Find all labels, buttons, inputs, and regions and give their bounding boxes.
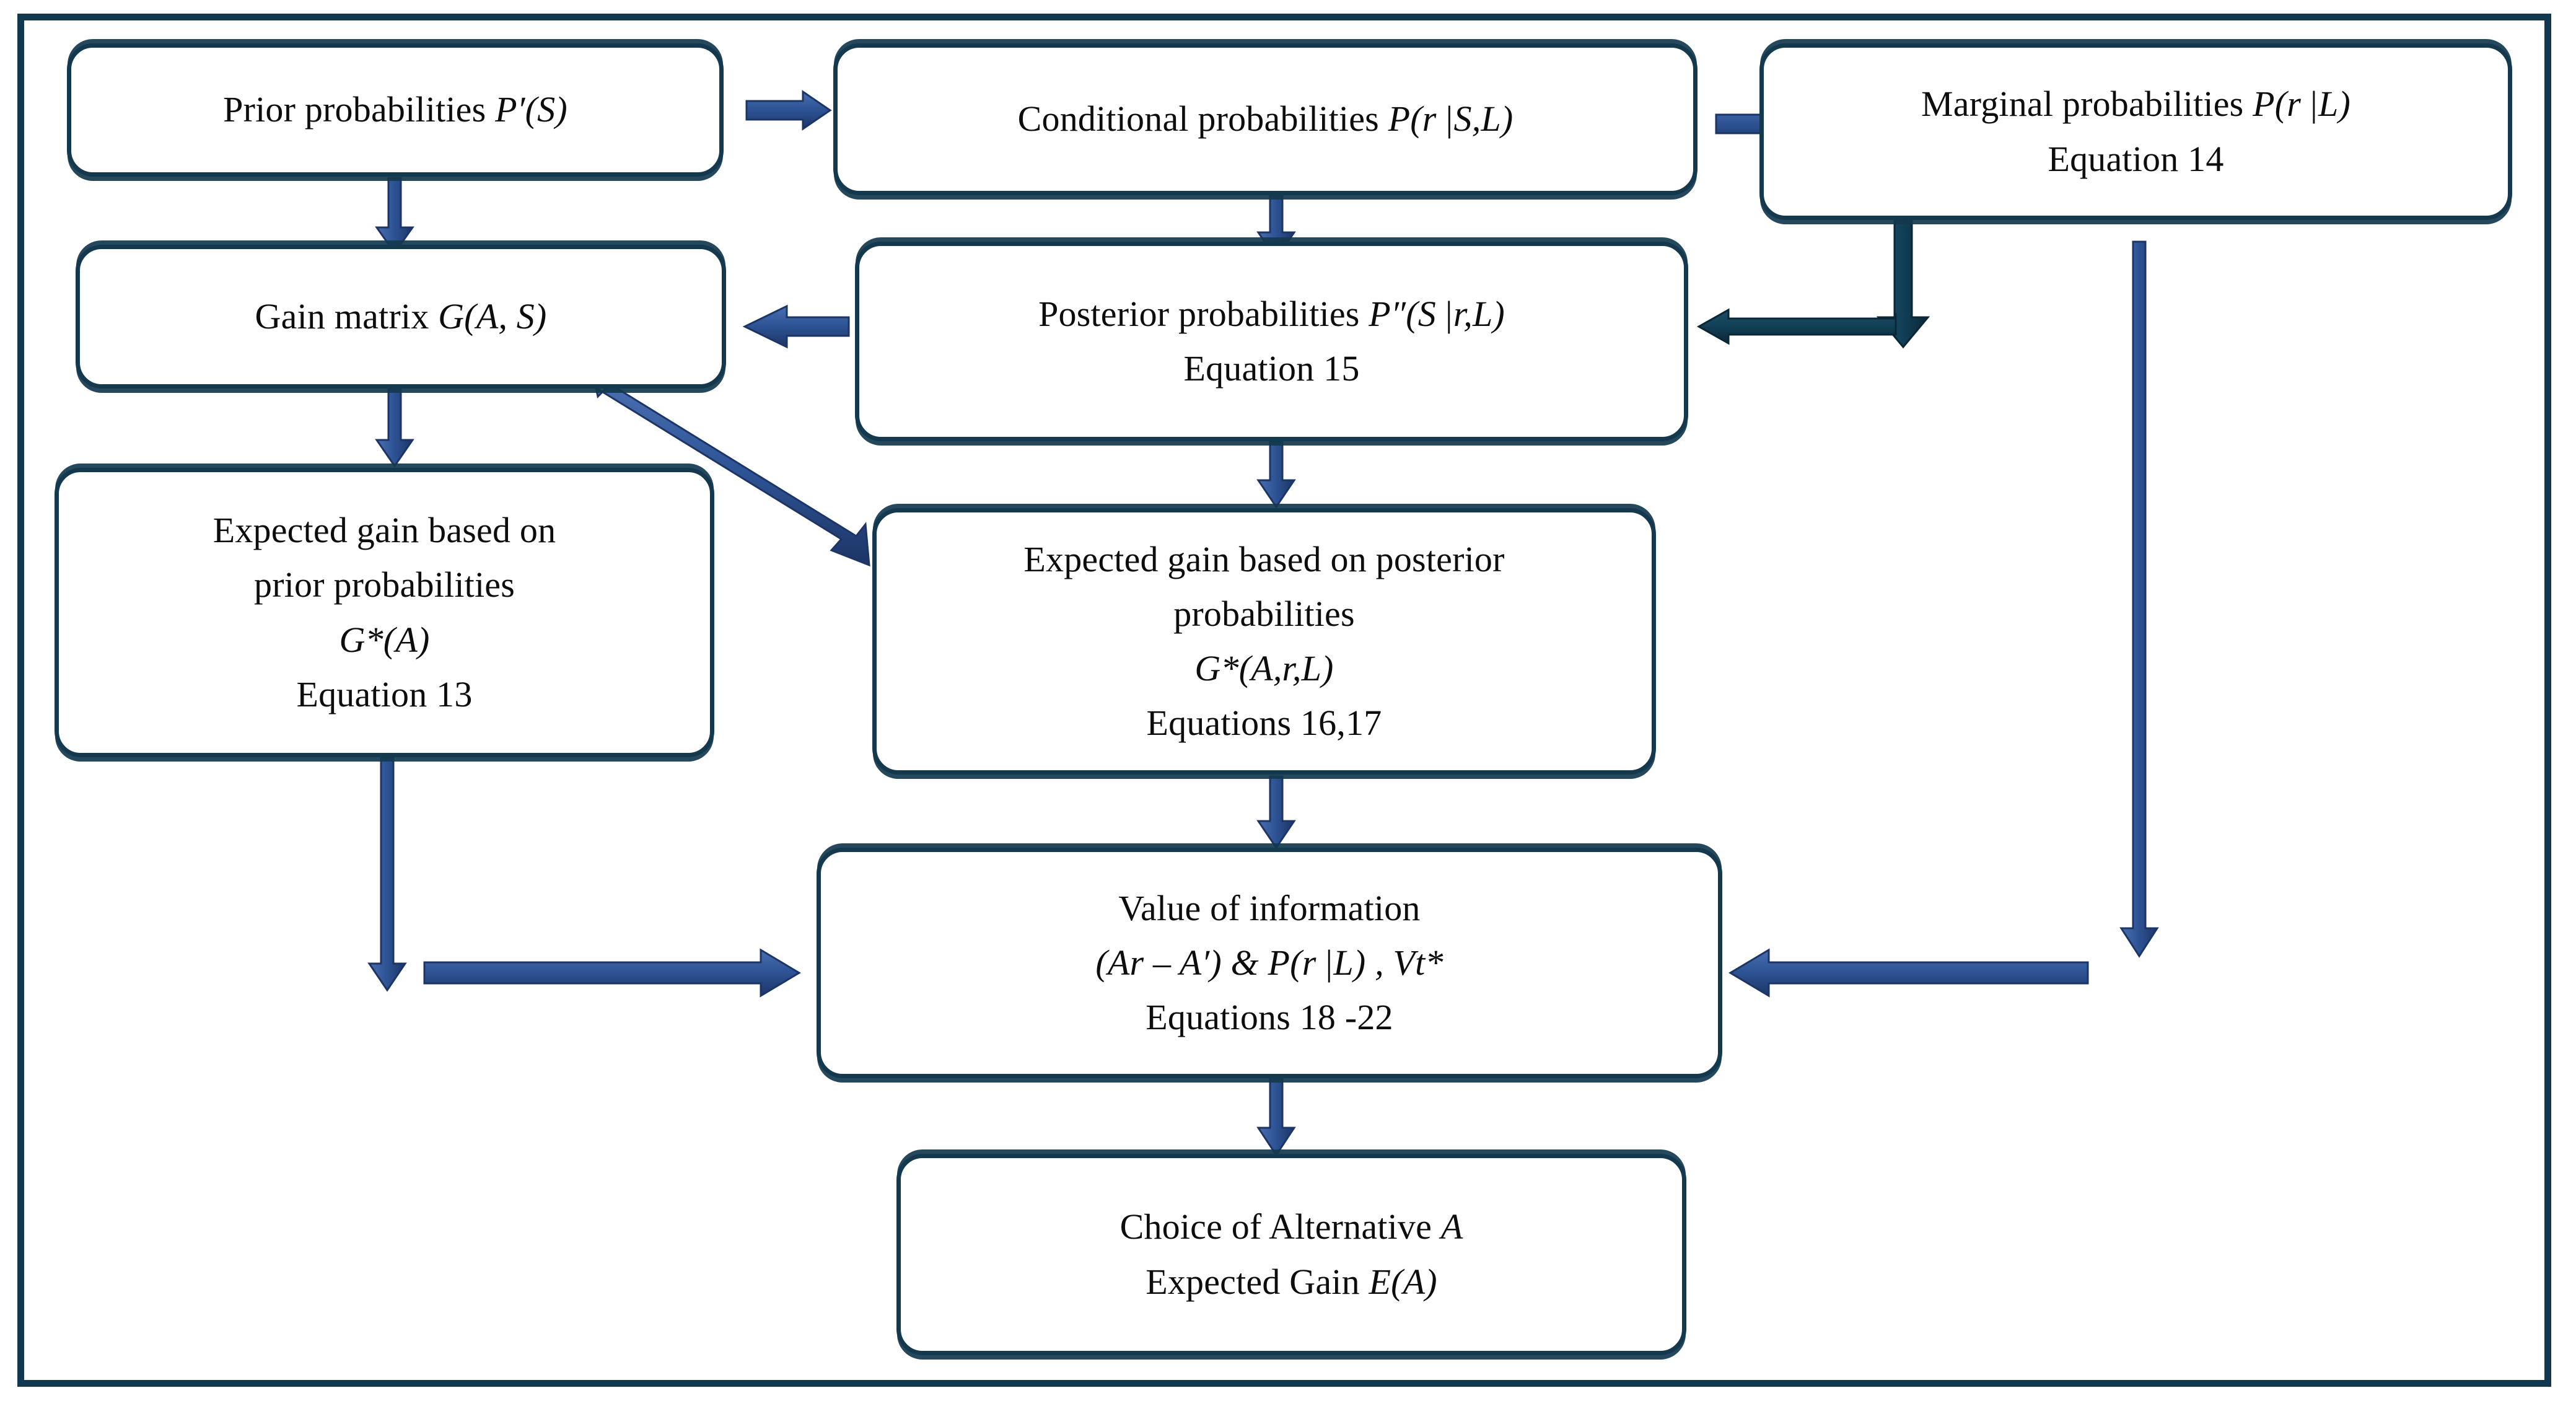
node-choice-line2: Expected Gain E(A) (1146, 1261, 1437, 1302)
node-expected-prior-line4: Equation 13 (296, 674, 473, 714)
node-expected-posterior-line4: Equations 16,17 (1146, 703, 1382, 744)
node-posterior-probabilities[interactable]: Posterior probabilities P″(S |r,L) Equat… (855, 242, 1688, 441)
node-expected-gain-prior[interactable]: Expected gain based on prior probabiliti… (55, 468, 714, 757)
node-expected-posterior-line1: Expected gain based on posterior (1023, 538, 1505, 579)
node-choice-of-alternative[interactable]: Choice of Alternative A Expected Gain E(… (896, 1154, 1686, 1355)
node-expected-posterior-line2: probabilities (1173, 593, 1355, 634)
node-value-line1: Value of information (1118, 887, 1421, 928)
node-gain-matrix-text: Gain matrix G(A, S) (255, 296, 547, 336)
node-prior-text: Prior probabilities P′(S) (223, 89, 567, 130)
node-expected-prior-line3: G*(A) (339, 619, 430, 660)
node-choice-line1: Choice of Alternative A (1119, 1206, 1463, 1247)
node-marginal-text-line2: Equation 14 (2048, 138, 2224, 179)
node-posterior-text-line1: Posterior probabilities P″(S |r,L) (1038, 293, 1505, 334)
node-posterior-text-line2: Equation 15 (1183, 348, 1360, 389)
node-expected-posterior-line3: G*(A,r,L) (1194, 648, 1334, 688)
node-expected-prior-line1: Expected gain based on (212, 510, 556, 551)
node-conditional-probabilities[interactable]: Conditional probabilities P(r |S,L) (833, 43, 1698, 195)
node-expected-prior-line2: prior probabilities (254, 565, 515, 605)
node-gain-matrix[interactable]: Gain matrix G(A, S) (76, 245, 726, 389)
node-expected-gain-posterior[interactable]: Expected gain based on posterior probabi… (872, 508, 1656, 775)
node-prior-probabilities[interactable]: Prior probabilities P′(S) (67, 43, 724, 177)
node-value-of-information[interactable]: Value of information (Ar – A′) & P(r |L)… (817, 848, 1722, 1078)
node-marginal-text-line1: Marginal probabilities P(r |L) (1921, 84, 2350, 125)
node-conditional-text: Conditional probabilities P(r |S,L) (1017, 99, 1514, 139)
node-value-line3: Equations 18 -22 (1146, 997, 1393, 1038)
node-marginal-probabilities[interactable]: Marginal probabilities P(r |L) Equation … (1759, 43, 2512, 220)
node-value-line2: (Ar – A′) & P(r |L) , Vt* (1095, 942, 1444, 983)
